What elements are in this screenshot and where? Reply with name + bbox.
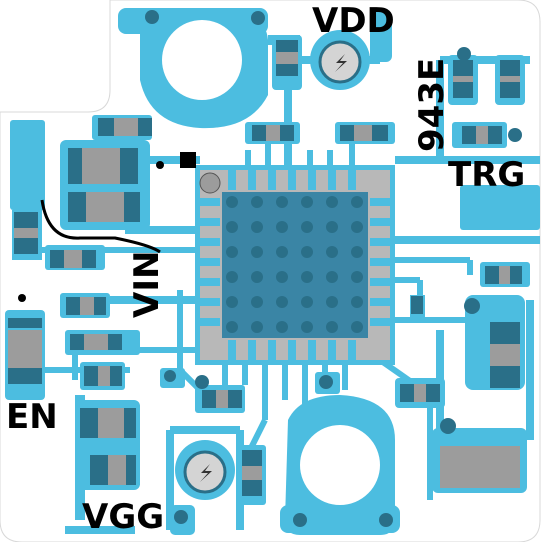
vdd-label: VDD xyxy=(312,1,395,41)
vgg-test-point xyxy=(183,450,227,494)
mounting-hole-top xyxy=(118,8,268,129)
part-number-label: 943E xyxy=(412,58,452,152)
en-label: EN xyxy=(6,397,58,437)
lightning-bolt-icon xyxy=(200,464,212,482)
trg-label: TRG xyxy=(448,155,525,195)
mounting-hole-bottom xyxy=(280,395,400,535)
pin1-marker-icon xyxy=(180,152,196,168)
ic-thermal-vias xyxy=(226,196,363,333)
pin1-dot xyxy=(199,172,221,194)
ic-pins xyxy=(200,170,390,360)
passive-components xyxy=(8,40,522,496)
vdd-test-point xyxy=(318,40,362,84)
ic-package xyxy=(180,152,395,365)
lightning-bolt-icon xyxy=(335,54,347,72)
vgg-label: VGG xyxy=(82,497,164,537)
silkscreen-marks xyxy=(18,161,164,302)
vin-label: VIN xyxy=(127,251,167,318)
